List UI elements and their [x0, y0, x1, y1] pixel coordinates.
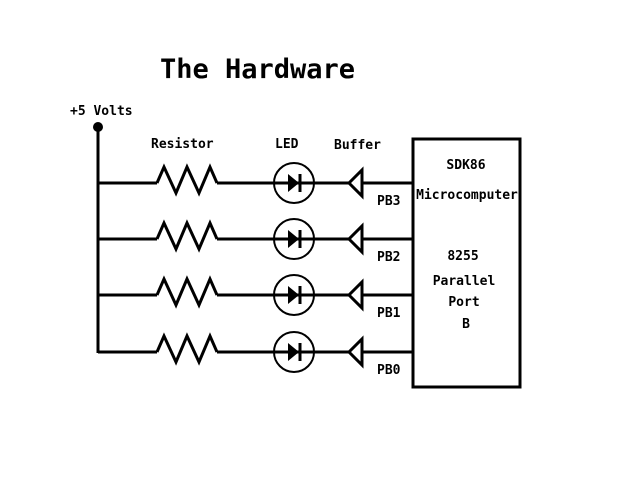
chip-label-line-6: B [462, 317, 470, 332]
microcomputer-box [411, 137, 522, 389]
diode-triangle-icon [288, 174, 299, 192]
circuit-row-pb1: PB1 [98, 274, 413, 321]
led-column-label: LED [275, 137, 299, 152]
buffer-triangle-icon [346, 166, 364, 200]
circuit-row-pb3: PB3 [98, 162, 413, 209]
pin-label: PB1 [377, 306, 401, 321]
pin-label: PB3 [377, 194, 400, 209]
chip-label-line-5: Port [448, 295, 479, 310]
buffer-triangle-icon [346, 335, 364, 369]
diode-triangle-icon [288, 230, 299, 248]
resistor-symbol [155, 219, 219, 253]
chip-label-line-2: Microcomputer [416, 188, 518, 203]
buffer-triangle-icon [346, 222, 364, 256]
chip-label-line-1: SDK86 [446, 158, 485, 173]
resistor-column-label: Resistor [151, 137, 214, 152]
chip-label-line-3: 8255 [447, 249, 478, 264]
diagram-title: The Hardware [160, 54, 355, 85]
resistor-symbol [155, 163, 219, 197]
diode-triangle-icon [288, 343, 299, 361]
resistor-symbol [155, 332, 219, 366]
chip-label-line-4: Parallel [433, 274, 496, 289]
pin-label: PB0 [377, 363, 401, 378]
buffer-column-label: Buffer [334, 138, 381, 153]
resistor-symbol [155, 275, 219, 309]
diode-triangle-icon [288, 286, 299, 304]
circuit-row-pb2: PB2 [98, 218, 413, 265]
pin-label: PB2 [377, 250, 400, 265]
supply-label: +5 Volts [70, 104, 133, 119]
buffer-triangle-icon [346, 278, 364, 312]
circuit-row-pb0: PB0 [98, 331, 413, 378]
